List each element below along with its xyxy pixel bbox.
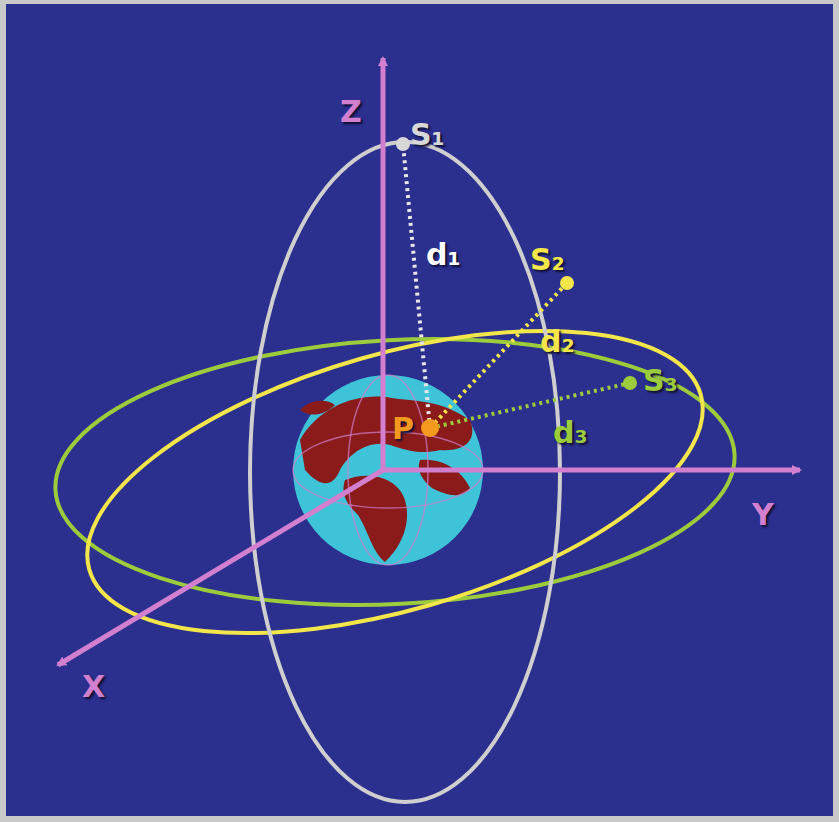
axes — [58, 58, 800, 665]
satellite-dot — [623, 376, 637, 390]
satellite-dot — [396, 137, 410, 151]
axis-label: X — [82, 672, 105, 702]
satellite-label: S₁ — [410, 120, 445, 150]
satellite-label: S₃ — [643, 366, 678, 396]
satellite-dot — [560, 276, 574, 290]
axis-label: Y — [752, 500, 774, 530]
range-lines — [403, 144, 630, 428]
satellite-label: S₂ — [530, 245, 565, 275]
axis-label: Z — [340, 97, 362, 127]
distance-label: d₂ — [540, 327, 575, 357]
receiver-dot — [421, 419, 439, 437]
point-label: P — [392, 414, 414, 444]
distance-label: d₃ — [553, 418, 588, 448]
background — [6, 4, 833, 816]
distance-label: d₁ — [426, 240, 461, 270]
orbit-yellow — [54, 271, 736, 692]
